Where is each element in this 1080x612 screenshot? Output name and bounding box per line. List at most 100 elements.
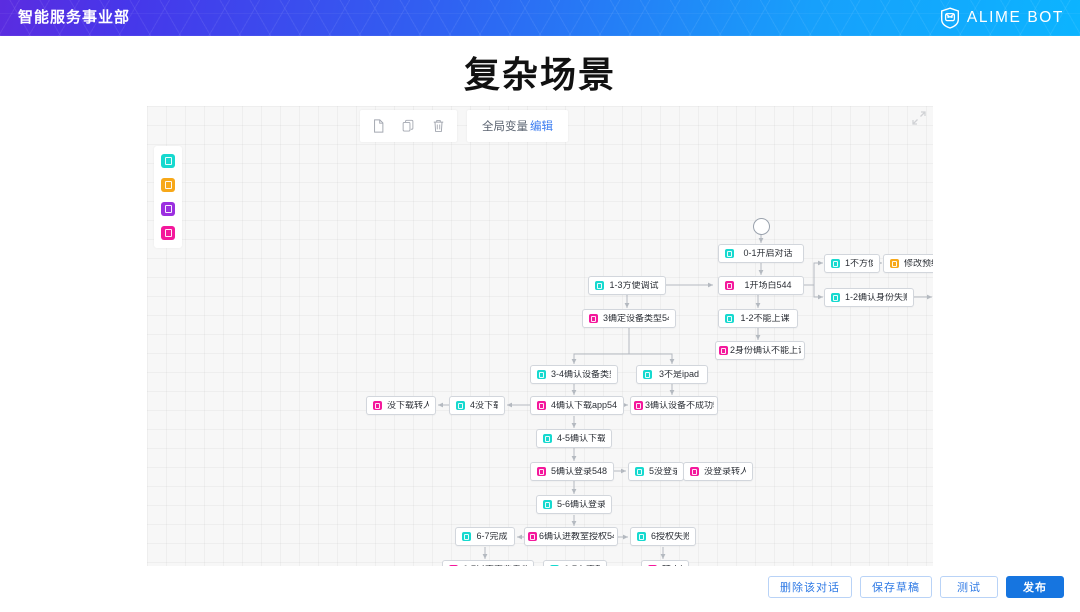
- flow-node-label: 5-6确认登录: [557, 500, 605, 509]
- flow-node-label: 4没下载: [470, 401, 498, 410]
- flow-connectors: [438, 234, 932, 559]
- global-variable-group[interactable]: 全局变量编辑: [467, 110, 568, 142]
- flow-node-label: 2身份确认不能上课5..: [730, 346, 801, 355]
- copy-page-icon[interactable]: [372, 119, 385, 133]
- flow-node-label: 5没登录: [649, 467, 677, 476]
- flow-node-n24[interactable]: 6授权失败: [630, 527, 696, 546]
- node-type-chip-cyan: [831, 293, 840, 302]
- flow-node-n2[interactable]: 1开场白544: [718, 276, 804, 295]
- save-draft-button[interactable]: 保存草稿: [860, 576, 932, 598]
- expand-fullscreen-icon[interactable]: [911, 110, 927, 126]
- flow-node-n22[interactable]: 5-6确认登录: [536, 495, 612, 514]
- flow-node-label: 3-4确认设备类型: [551, 370, 611, 379]
- node-type-chip-magenta: [373, 401, 382, 410]
- node-type-chip-cyan: [643, 370, 652, 379]
- delete-trash-icon[interactable]: [432, 119, 445, 133]
- flow-node-label: 5确认登录548: [551, 467, 607, 476]
- flow-node-label: 3不是ipad: [658, 370, 700, 379]
- global-variable-label: 全局变量: [482, 121, 528, 133]
- flow-node-n18[interactable]: 4-5确认下载: [536, 429, 612, 448]
- node-type-chip-magenta: [537, 467, 546, 476]
- flow-node-n12[interactable]: 3-4确认设备类型: [530, 365, 618, 384]
- node-palette[interactable]: [154, 146, 182, 248]
- test-button[interactable]: 测试: [940, 576, 998, 598]
- node-type-chip-cyan: [462, 532, 471, 541]
- flow-node-n25[interactable]: 6-7完成: [455, 527, 515, 546]
- flow-node-n20[interactable]: 5没登录: [628, 462, 684, 481]
- node-type-chip-cyan: [725, 314, 734, 323]
- flow-node-n26[interactable]: 6-7是否需要自测: [442, 560, 534, 566]
- flow-node-label: 修改预约的时间: [904, 259, 933, 268]
- node-type-chip-magenta: [719, 346, 728, 355]
- flow-node-n10[interactable]: 3确定设备类型546: [582, 309, 676, 328]
- node-type-chip-magenta: [725, 281, 734, 290]
- node-type-chip-orange: [890, 259, 899, 268]
- toolbar-icon-group[interactable]: [360, 110, 457, 142]
- flow-node-label: 6-7是否需要自测: [463, 565, 527, 566]
- flow-node-n9[interactable]: 1-2不能上课: [718, 309, 798, 328]
- flow-node-label: 1-2不能上课: [740, 314, 790, 323]
- flow-node-n21[interactable]: 没登录转人工: [683, 462, 753, 481]
- flow-node-label: 3确定设备类型546: [603, 314, 669, 323]
- node-type-chip-cyan: [543, 500, 552, 509]
- node-type-chip-cyan: [537, 370, 546, 379]
- flow-node-n28[interactable]: 转人工: [641, 560, 689, 566]
- flow-node-n17[interactable]: 没下载转人工: [366, 396, 436, 415]
- flow-node-n27[interactable]: 6-7看不到: [543, 560, 607, 566]
- flow-start-circle[interactable]: [753, 218, 770, 235]
- global-variable-edit-link[interactable]: 编辑: [530, 121, 553, 133]
- flow-node-n15[interactable]: 3确认设备不成功55..: [630, 396, 718, 415]
- publish-button[interactable]: 发布: [1006, 576, 1064, 598]
- flow-node-label: 没下载转人工: [387, 401, 429, 410]
- flow-node-n6[interactable]: 1-2确认身份失败: [824, 288, 914, 307]
- flow-node-n1[interactable]: 0-1开启对话: [718, 244, 804, 263]
- flow-node-n14[interactable]: 4确认下载app54...: [530, 396, 624, 415]
- flow-node-label: 1-3方便调试: [609, 281, 659, 290]
- flow-node-label: 1开场白544: [744, 281, 792, 290]
- flow-node-label: 1-2确认身份失败: [845, 293, 907, 302]
- node-type-chip-magenta: [537, 401, 546, 410]
- flow-node-label: 3确认设备不成功55..: [645, 401, 714, 410]
- app-header: 智能服务事业部 ALIME BOT: [0, 0, 1080, 36]
- flow-node-n13[interactable]: 3不是ipad: [636, 365, 708, 384]
- node-type-chip-cyan: [637, 532, 646, 541]
- shield-bot-icon: [940, 7, 959, 29]
- flow-node-label: 6授权失败: [651, 532, 689, 541]
- header-title: 智能服务事业部: [18, 9, 131, 26]
- flow-node-label: 6-7完成: [476, 532, 508, 541]
- flow-node-n23[interactable]: 6确认进教室授权54..: [524, 527, 618, 546]
- flow-node-label: 4-5确认下载: [557, 434, 605, 443]
- flow-node-n4[interactable]: 修改预约的时间: [883, 254, 933, 273]
- footer-actions[interactable]: 删除该对话 保存草稿 测试 发布: [768, 576, 1064, 598]
- node-type-chip-cyan: [635, 467, 644, 476]
- flow-node-n16[interactable]: 4没下载: [449, 396, 505, 415]
- node-type-chip-magenta: [528, 532, 537, 541]
- canvas-toolbar[interactable]: 全局变量编辑: [360, 110, 568, 142]
- global-variable-block: 全局变量编辑: [467, 118, 568, 134]
- flow-node-n3[interactable]: 1不方便: [824, 254, 880, 273]
- flow-node-label: 转人工: [662, 565, 682, 566]
- flow-node-label: 6确认进教室授权54..: [539, 532, 614, 541]
- node-type-chip-magenta: [648, 565, 657, 566]
- brand-name: ALIME BOT: [966, 9, 1064, 26]
- node-type-chip-magenta: [690, 467, 699, 476]
- palette-node-cyan[interactable]: [161, 154, 175, 168]
- flow-node-n19[interactable]: 5确认登录548: [530, 462, 614, 481]
- flow-node-label: 0-1开启对话: [743, 249, 793, 258]
- delete-dialog-button[interactable]: 删除该对话: [768, 576, 852, 598]
- page-title: 复杂场景: [463, 55, 616, 96]
- flow-node-label: 没登录转人工: [704, 467, 746, 476]
- palette-node-magenta[interactable]: [161, 226, 175, 240]
- node-type-chip-cyan: [456, 401, 465, 410]
- node-type-chip-magenta: [449, 565, 458, 566]
- node-type-chip-magenta: [589, 314, 598, 323]
- flow-node-label: 1不方便: [845, 259, 873, 268]
- duplicate-icon[interactable]: [402, 119, 415, 133]
- palette-node-purple[interactable]: [161, 202, 175, 216]
- flow-node-n11[interactable]: 2身份确认不能上课5..: [715, 341, 805, 360]
- flow-node-n8[interactable]: 1-3方便调试: [588, 276, 666, 295]
- palette-node-orange[interactable]: [161, 178, 175, 192]
- node-type-chip-magenta: [634, 401, 643, 410]
- brand-logo: ALIME BOT: [940, 0, 1064, 36]
